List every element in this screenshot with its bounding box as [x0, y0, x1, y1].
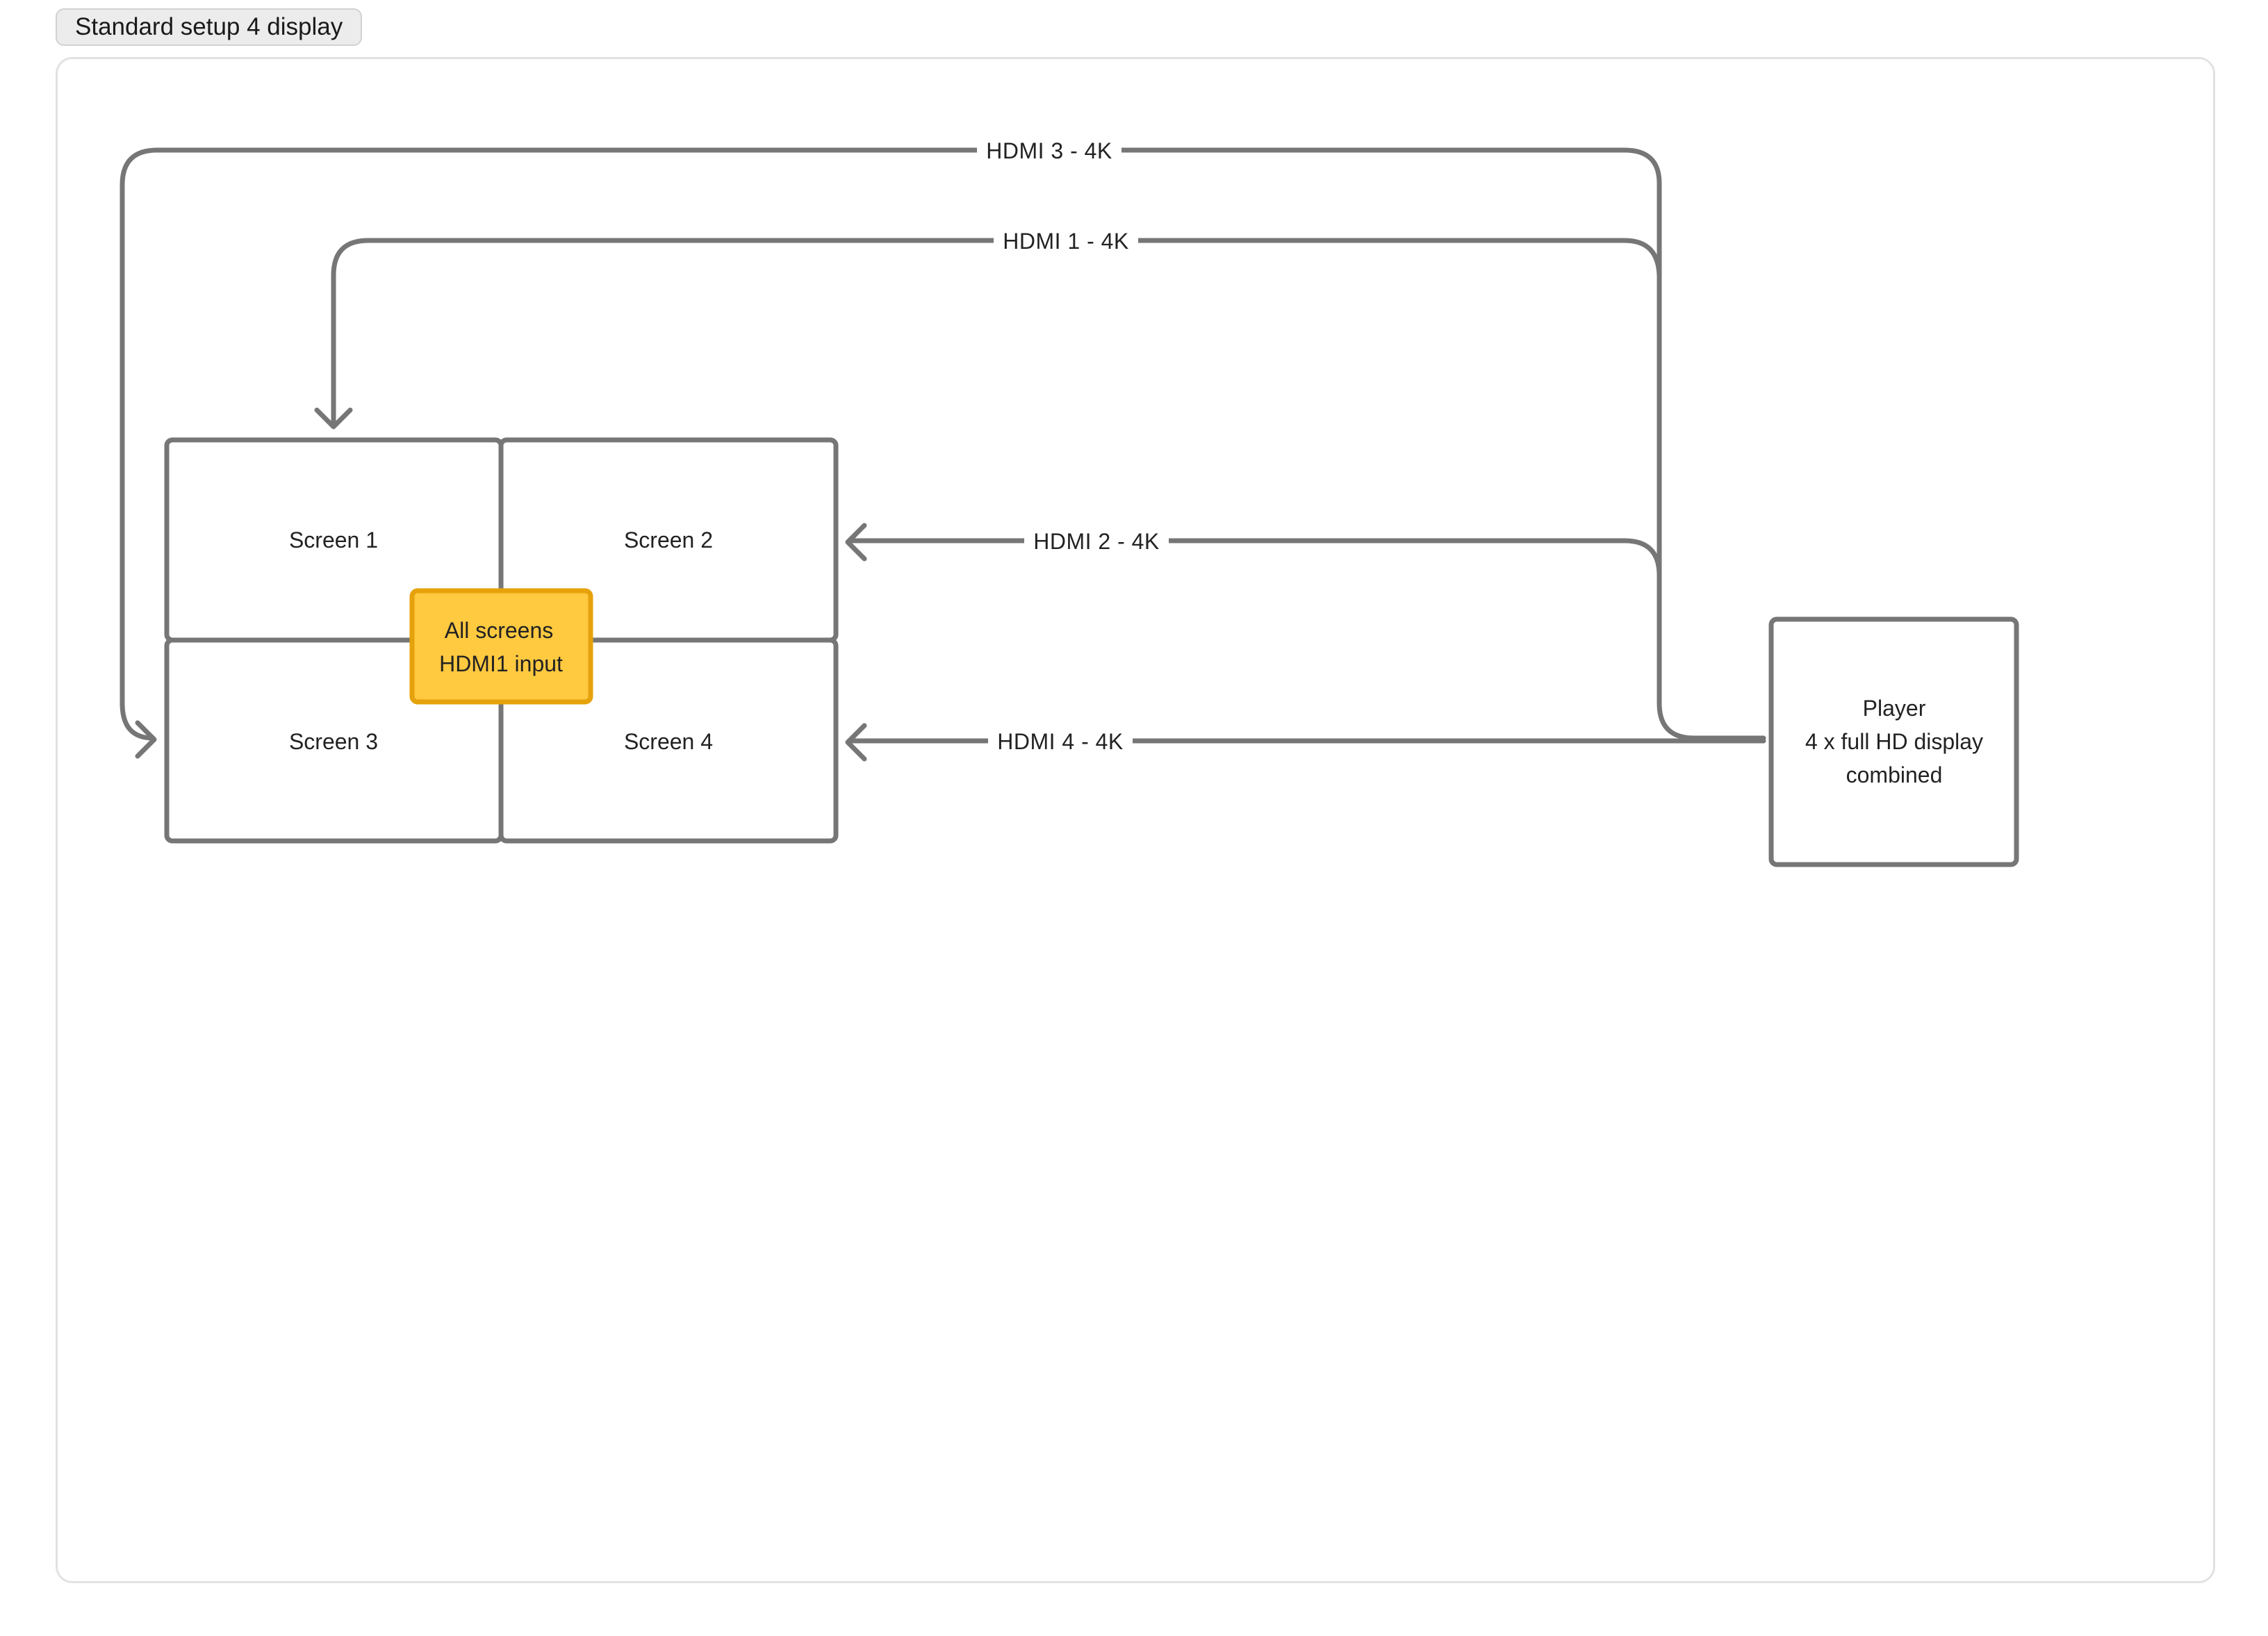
connector-hdmi-3 — [120, 147, 1766, 741]
callout-line-1: All screens — [445, 618, 554, 643]
connector-label-hdmi-3: HDMI 3 - 4K — [986, 138, 1112, 163]
player-box — [1768, 616, 2019, 867]
connector-label-hdmi-2: HDMI 2 - 4K — [1033, 529, 1160, 554]
player[interactable]: Player 4 x full HD display combined — [1768, 616, 2019, 867]
player-line-1: Player — [1863, 696, 1926, 721]
connector-label-hdmi-4: HDMI 4 - 4K — [997, 729, 1124, 754]
callout-box — [409, 588, 593, 705]
label-mask-hdmi-2 — [1024, 524, 1169, 557]
connector-label-hdmi-1: HDMI 1 - 4K — [1003, 229, 1129, 254]
connector-hdmi-2 — [846, 538, 1662, 578]
label-mask-hdmi-3 — [977, 133, 1121, 167]
connector-hdmi-1 — [331, 238, 1662, 428]
callout-all-screens[interactable]: All screens HDMI1 input — [409, 588, 593, 705]
arrowhead-screen-4 — [845, 723, 867, 762]
arrowhead-screen-2 — [845, 523, 867, 562]
frame-title[interactable]: Standard setup 4 display — [56, 8, 363, 46]
screen-2-label: Screen 2 — [624, 527, 713, 553]
arrowhead-screen-3 — [135, 720, 157, 759]
player-line-2: 4 x full HD display — [1805, 729, 1983, 754]
label-mask-hdmi-4 — [988, 724, 1133, 758]
screen-4-label: Screen 4 — [624, 729, 713, 754]
arrowhead-screen-1 — [314, 407, 353, 430]
screen-1-label: Screen 1 — [289, 527, 378, 553]
label-mask-hdmi-1 — [994, 224, 1138, 257]
player-line-3: combined — [1846, 762, 1943, 787]
callout-line-2: HDMI1 input — [439, 651, 563, 676]
screen-3-label: Screen 3 — [289, 729, 378, 754]
